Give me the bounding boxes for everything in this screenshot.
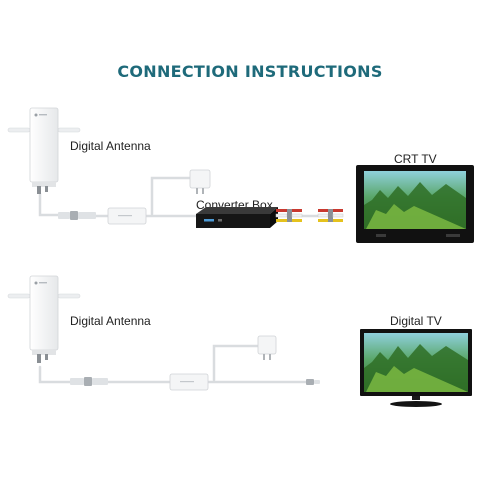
setup-2 (7, 275, 472, 407)
antenna-label-1: Digital Antenna (70, 139, 151, 153)
rca-cable-icon (275, 209, 303, 222)
setup-1 (7, 107, 474, 243)
page-title: CONNECTION INSTRUCTIONS (117, 62, 383, 81)
cable (38, 344, 308, 384)
crt-tv-label: CRT TV (394, 152, 437, 166)
digital-tv-label: Digital TV (390, 314, 442, 328)
power-adapter-icon (257, 335, 277, 360)
coax-connector-icon (70, 377, 108, 386)
converter-box-icon (196, 207, 278, 228)
digital-antenna-icon (7, 107, 81, 194)
antenna-label-2: Digital Antenna (70, 314, 151, 328)
crt-tv-icon (356, 165, 474, 243)
power-injector-icon (107, 207, 147, 225)
digital-tv-icon (360, 329, 472, 407)
power-injector-icon (169, 373, 209, 391)
coax-connector-icon (306, 379, 320, 385)
rca-cable-icon (317, 209, 344, 222)
power-adapter-icon (189, 169, 211, 194)
digital-antenna-icon (7, 275, 81, 363)
cable (38, 176, 320, 218)
coax-connector-icon (58, 211, 96, 220)
